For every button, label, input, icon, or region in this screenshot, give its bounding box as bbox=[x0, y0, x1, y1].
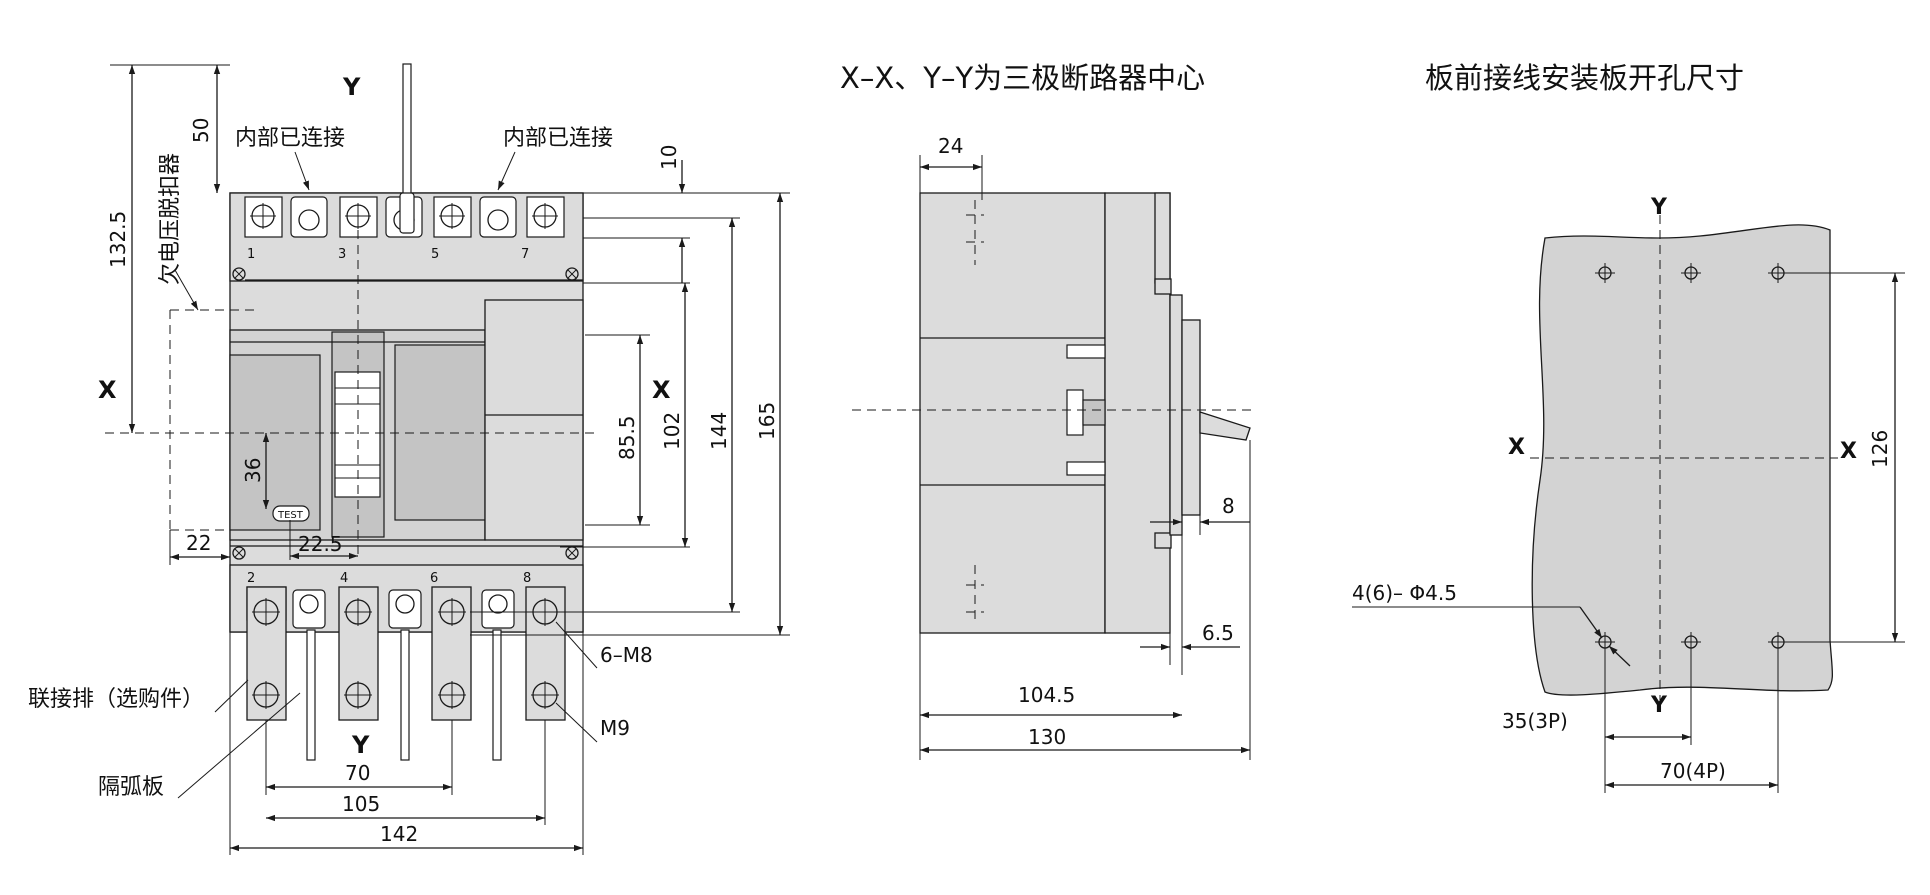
dim-85-5: 85.5 bbox=[615, 415, 639, 460]
connection-bars bbox=[246, 586, 566, 721]
terminal-number-7: 7 bbox=[521, 247, 529, 262]
panel-axis-y-top: Y bbox=[1650, 195, 1668, 220]
front-axis-x-right: X bbox=[652, 376, 671, 404]
panel-axis-y-bottom: Y bbox=[1650, 693, 1668, 718]
undervoltage-release-label: 欠电压脱扣器 bbox=[158, 153, 183, 285]
dim-70: 70 bbox=[345, 761, 370, 785]
arc-barrier-label: 隔弧板 bbox=[98, 775, 164, 800]
dim-8: 8 bbox=[1222, 494, 1235, 518]
dim-132-5: 132.5 bbox=[106, 211, 130, 268]
dim-6-5: 6.5 bbox=[1202, 621, 1234, 645]
side-handle-base bbox=[1181, 319, 1201, 516]
thread-m8-label: 6–M8 bbox=[600, 643, 653, 667]
panel-cutout-view: Y Y X X 126 4(6)– Φ4.5 35(3P) 70(4P) bbox=[1352, 195, 1905, 793]
dim-36: 36 bbox=[241, 458, 265, 483]
hole-spec-label: 4(6)– Φ4.5 bbox=[1352, 581, 1457, 605]
front-axis-x-left: X bbox=[98, 376, 117, 404]
dim-105: 105 bbox=[342, 792, 380, 816]
front-view: 1 3 5 7 TEST bbox=[28, 63, 790, 855]
corner-screws bbox=[232, 267, 579, 560]
dim-142: 142 bbox=[380, 822, 418, 846]
dim-50: 50 bbox=[189, 118, 213, 143]
release-lead bbox=[402, 63, 412, 195]
dim-165: 165 bbox=[755, 402, 779, 440]
dim-10: 10 bbox=[657, 145, 681, 170]
terminal-number-3: 3 bbox=[338, 247, 346, 262]
terminal-number-2: 2 bbox=[247, 571, 255, 586]
connection-bar-label: 联接排（选购件） bbox=[28, 687, 204, 712]
dim-70-4p: 70(4P) bbox=[1660, 759, 1726, 783]
dim-24: 24 bbox=[938, 134, 963, 158]
terminal-number-4: 4 bbox=[340, 571, 348, 586]
side-view: 24 8 6.5 104.5 130 bbox=[852, 134, 1255, 760]
mounting-holes bbox=[1595, 263, 1788, 652]
thread-m9-label: M9 bbox=[600, 716, 630, 740]
front-axis-y-bottom: Y bbox=[351, 731, 370, 759]
heading-center-note: X–X、Y–Y为三极断路器中心 bbox=[840, 61, 1205, 95]
internal-connection-right: 内部已连接 bbox=[503, 126, 613, 151]
heading-panel-cutout: 板前接线安装板开孔尺寸 bbox=[1425, 61, 1744, 95]
dim-102: 102 bbox=[660, 412, 684, 450]
dim-104-5: 104.5 bbox=[1018, 683, 1075, 707]
terminal-number-5: 5 bbox=[431, 247, 439, 262]
panel-axis-x-right: X bbox=[1840, 439, 1857, 464]
test-button-label: TEST bbox=[277, 510, 304, 521]
front-axis-y-top: Y bbox=[342, 73, 361, 101]
internal-connection-left: 内部已连接 bbox=[235, 126, 345, 151]
arc-barriers bbox=[306, 629, 502, 761]
dim-22: 22 bbox=[186, 531, 211, 555]
dim-130: 130 bbox=[1028, 725, 1066, 749]
panel-axis-x-left: X bbox=[1508, 435, 1525, 460]
mounting-plate bbox=[1531, 224, 1834, 696]
dim-126: 126 bbox=[1868, 430, 1892, 468]
terminal-number-6: 6 bbox=[430, 571, 438, 586]
dim-144: 144 bbox=[707, 412, 731, 450]
side-handle-lever bbox=[1199, 411, 1251, 441]
dim-22-5: 22.5 bbox=[298, 532, 343, 556]
dim-35-3p: 35(3P) bbox=[1502, 709, 1568, 733]
terminal-number-8: 8 bbox=[523, 571, 531, 586]
terminal-number-1: 1 bbox=[247, 247, 255, 262]
